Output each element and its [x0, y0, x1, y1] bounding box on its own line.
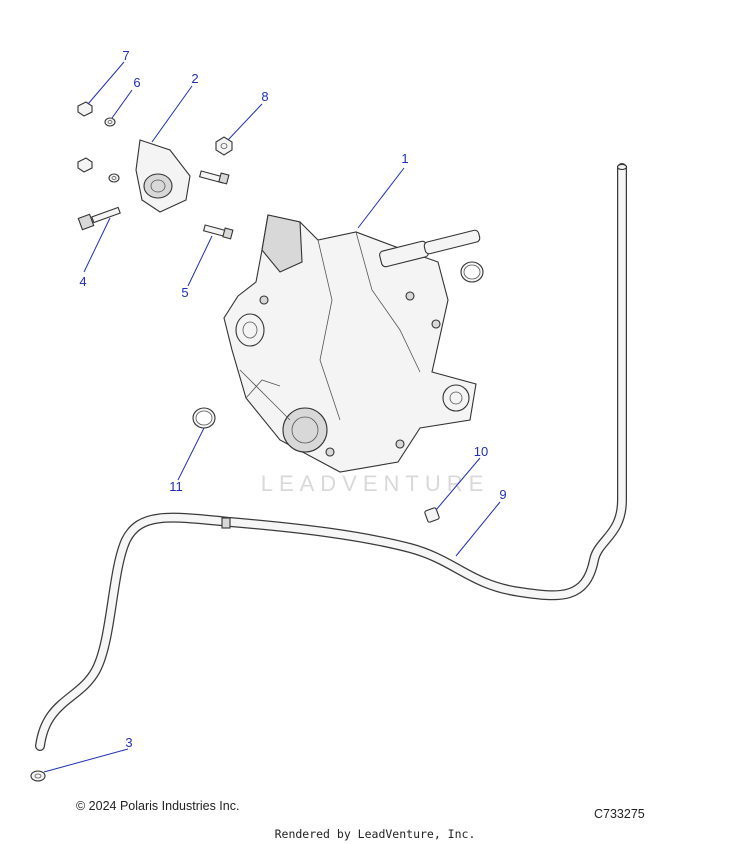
flange-nut-8 [215, 136, 233, 156]
nut-7 [77, 101, 93, 117]
leader-10 [435, 457, 481, 511]
vent-fitting [424, 507, 440, 523]
o-ring-output [460, 261, 484, 283]
o-ring [192, 407, 216, 429]
leader-4 [83, 217, 111, 273]
callout-11: 11 [169, 479, 183, 494]
leader-8 [227, 103, 263, 141]
callout-8: 8 [261, 89, 268, 104]
watermark: LEADVENTURE [261, 471, 490, 496]
bolt-upper [198, 170, 230, 185]
rendered-by-text: Rendered by LeadVenture, Inc. [274, 827, 476, 841]
callout-1: 1 [401, 151, 408, 166]
bolt-4 [77, 206, 121, 231]
leader-6 [111, 89, 133, 119]
vent-hose [35, 163, 628, 751]
leader-11 [177, 427, 205, 481]
bolt-5 [202, 224, 234, 240]
transmission-assembly [223, 214, 481, 473]
leader-1 [357, 167, 405, 229]
copyright-text: © 2024 Polaris Industries Inc. [76, 799, 240, 813]
leader-9 [455, 501, 501, 557]
callout-5: 5 [181, 285, 188, 300]
washer [108, 173, 120, 183]
hose-clamp [30, 770, 46, 782]
nut [77, 157, 93, 173]
leader-7 [87, 61, 125, 105]
callout-7: 7 [122, 48, 129, 63]
callout-2: 2 [191, 71, 198, 86]
leader-5 [187, 235, 213, 287]
callout-9: 9 [499, 487, 506, 502]
callout-10: 10 [474, 444, 488, 459]
leader-3 [43, 748, 129, 773]
sensor-housing [135, 139, 191, 213]
callout-4: 4 [79, 274, 86, 289]
callout-3: 3 [125, 735, 132, 750]
diagram-id: C733275 [594, 807, 645, 821]
leader-2 [151, 85, 193, 143]
callout-6: 6 [133, 75, 140, 90]
washer-6 [104, 117, 116, 127]
